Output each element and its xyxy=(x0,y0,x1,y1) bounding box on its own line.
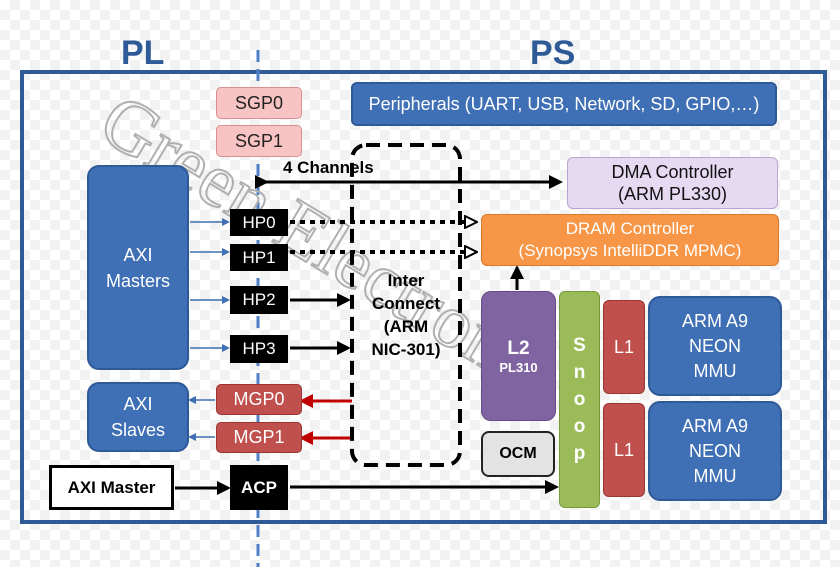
acp-port: ACP xyxy=(230,465,288,510)
interconnect-line1: Inter xyxy=(387,271,425,290)
axi-slaves-line2: Slaves xyxy=(110,420,166,440)
axi-slaves-block: AXI Slaves xyxy=(87,382,189,452)
snoop-letter-3: o xyxy=(573,389,586,410)
ps-heading: PS xyxy=(530,34,576,72)
outer-frame xyxy=(20,70,827,524)
channels-label: 4 Channels xyxy=(283,158,374,177)
dram-controller: DRAM Controller (Synopsys IntelliDDR MPM… xyxy=(481,214,779,266)
core-bottom-line2: NEON xyxy=(688,440,741,461)
hp3-port: HP3 xyxy=(230,335,288,363)
l1-cache-top: L1 xyxy=(603,300,645,394)
snoop-unit: S n o o p xyxy=(559,291,600,508)
l2-cache: L2 PL310 xyxy=(481,291,556,421)
core-bottom-line1: ARM A9 xyxy=(681,415,749,436)
ocm-block: OCM xyxy=(481,431,555,477)
core-top-line2: NEON xyxy=(688,335,741,356)
dram-line2: (Synopsys IntelliDDR MPMC) xyxy=(518,241,742,260)
snoop-letter-1: S xyxy=(573,335,586,356)
interconnect-line3: (ARM xyxy=(383,317,429,336)
axi-masters-line2: Masters xyxy=(105,270,170,291)
dma-line1: DMA Controller xyxy=(611,162,734,182)
arm-core-top: ARM A9 NEON MMU xyxy=(648,296,782,396)
sgp0-port: SGP0 xyxy=(216,87,302,119)
interconnect-label: Inter Connect (ARM NIC-301) xyxy=(352,255,460,375)
pl-heading: PL xyxy=(121,34,165,72)
hp1-port: HP1 xyxy=(230,244,288,271)
core-top-line1: ARM A9 xyxy=(681,310,749,331)
interconnect-line2: Connect xyxy=(372,294,440,313)
snoop-letter-4: o xyxy=(573,416,586,437)
axi-master-external: AXI Master xyxy=(49,465,174,510)
mgp0-port: MGP0 xyxy=(216,384,302,415)
hp2-port: HP2 xyxy=(230,286,288,314)
dma-line2: (ARM PL330) xyxy=(617,184,728,204)
snoop-letter-2: n xyxy=(573,362,586,383)
core-top-line3: MMU xyxy=(693,360,737,381)
arm-core-bottom: ARM A9 NEON MMU xyxy=(648,401,782,501)
dram-line1: DRAM Controller xyxy=(565,219,695,238)
snoop-letter-5: p xyxy=(573,443,586,464)
interconnect-box xyxy=(350,143,462,467)
axi-slaves-line1: AXI xyxy=(123,394,153,414)
axi-masters-block: AXI Masters xyxy=(87,165,189,370)
l2-title: L2 xyxy=(507,337,530,359)
mgp1-port: MGP1 xyxy=(216,422,302,453)
core-bottom-line3: MMU xyxy=(693,465,737,486)
interconnect-line4: NIC-301) xyxy=(371,340,441,359)
peripherals-block: Peripherals (UART, USB, Network, SD, GPI… xyxy=(351,82,777,126)
l1-cache-bottom: L1 xyxy=(603,403,645,497)
l2-sub: PL310 xyxy=(499,359,538,375)
sgp1-port: SGP1 xyxy=(216,125,302,157)
axi-masters-line1: AXI xyxy=(123,244,153,265)
dma-controller: DMA Controller (ARM PL330) xyxy=(567,157,778,209)
hp0-port: HP0 xyxy=(230,209,288,236)
